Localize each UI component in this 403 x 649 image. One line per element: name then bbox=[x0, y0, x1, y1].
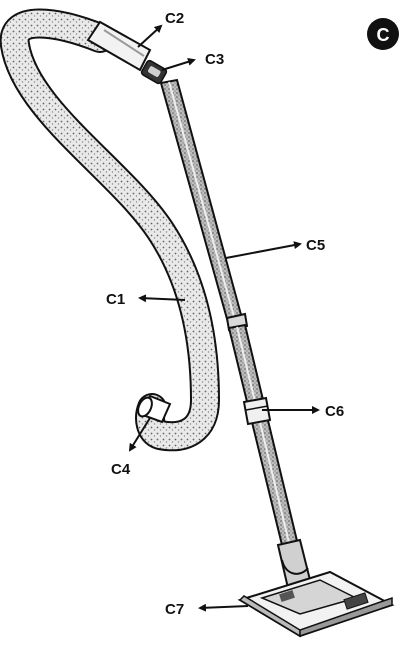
swivel-joint bbox=[140, 60, 167, 85]
section-badge: C bbox=[367, 18, 399, 50]
arrow-c5 bbox=[226, 244, 300, 258]
hose-handle-connector bbox=[88, 22, 150, 70]
label-c7: C7 bbox=[165, 601, 184, 618]
label-c3: C3 bbox=[205, 51, 224, 68]
label-c4: C4 bbox=[111, 461, 131, 478]
section-badge-letter: C bbox=[377, 25, 390, 45]
label-c5: C5 bbox=[306, 237, 325, 254]
label-c2: C2 bbox=[165, 10, 184, 27]
label-c6: C6 bbox=[325, 403, 344, 420]
floor-nozzle bbox=[240, 572, 392, 636]
wand-tube-lower bbox=[229, 325, 298, 549]
label-c1: C1 bbox=[106, 291, 125, 308]
arrow-c7 bbox=[200, 606, 248, 608]
arrow-c3 bbox=[162, 60, 194, 70]
arrow-c2 bbox=[138, 26, 161, 47]
